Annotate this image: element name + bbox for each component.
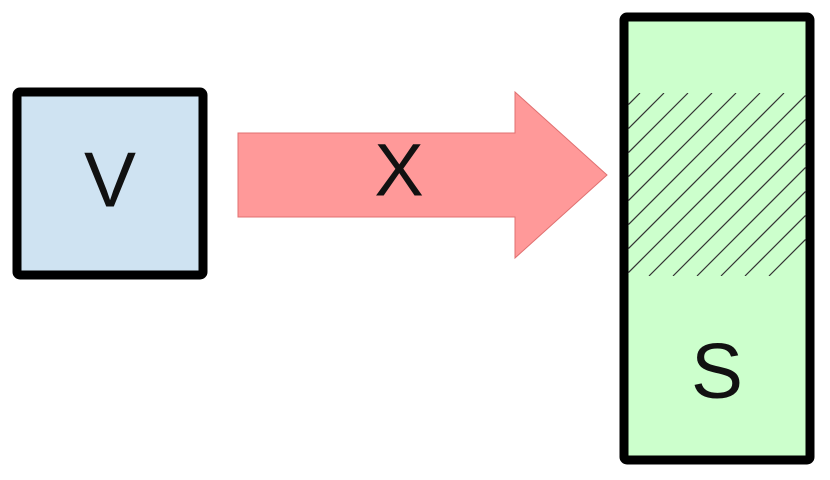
- arrow-x-label: X: [374, 129, 423, 212]
- node-v: V: [12, 87, 208, 280]
- hatch-line: [720, 190, 806, 276]
- hatch-line: [628, 93, 785, 250]
- hatch-line: [744, 214, 806, 276]
- hatch-line: [768, 238, 806, 276]
- hatch-line: [628, 93, 713, 178]
- hatch-line: [628, 94, 806, 274]
- hatch-line: [648, 118, 806, 276]
- node-s: S: [619, 12, 815, 465]
- hatch-line: [696, 166, 806, 276]
- arrow-x: X: [237, 90, 608, 260]
- arrow-x-shape: [237, 90, 608, 260]
- node-s-hatch-region: [628, 93, 806, 276]
- node-s-label: S: [691, 327, 743, 415]
- node-s-box: [619, 12, 815, 465]
- hatch-line: [628, 93, 761, 226]
- hatch-line: [628, 93, 665, 130]
- node-v-box: [12, 87, 208, 280]
- hatch-line: [628, 93, 737, 202]
- node-v-label: V: [84, 136, 136, 224]
- hatch-line: [672, 142, 806, 276]
- hatch-line: [628, 93, 689, 154]
